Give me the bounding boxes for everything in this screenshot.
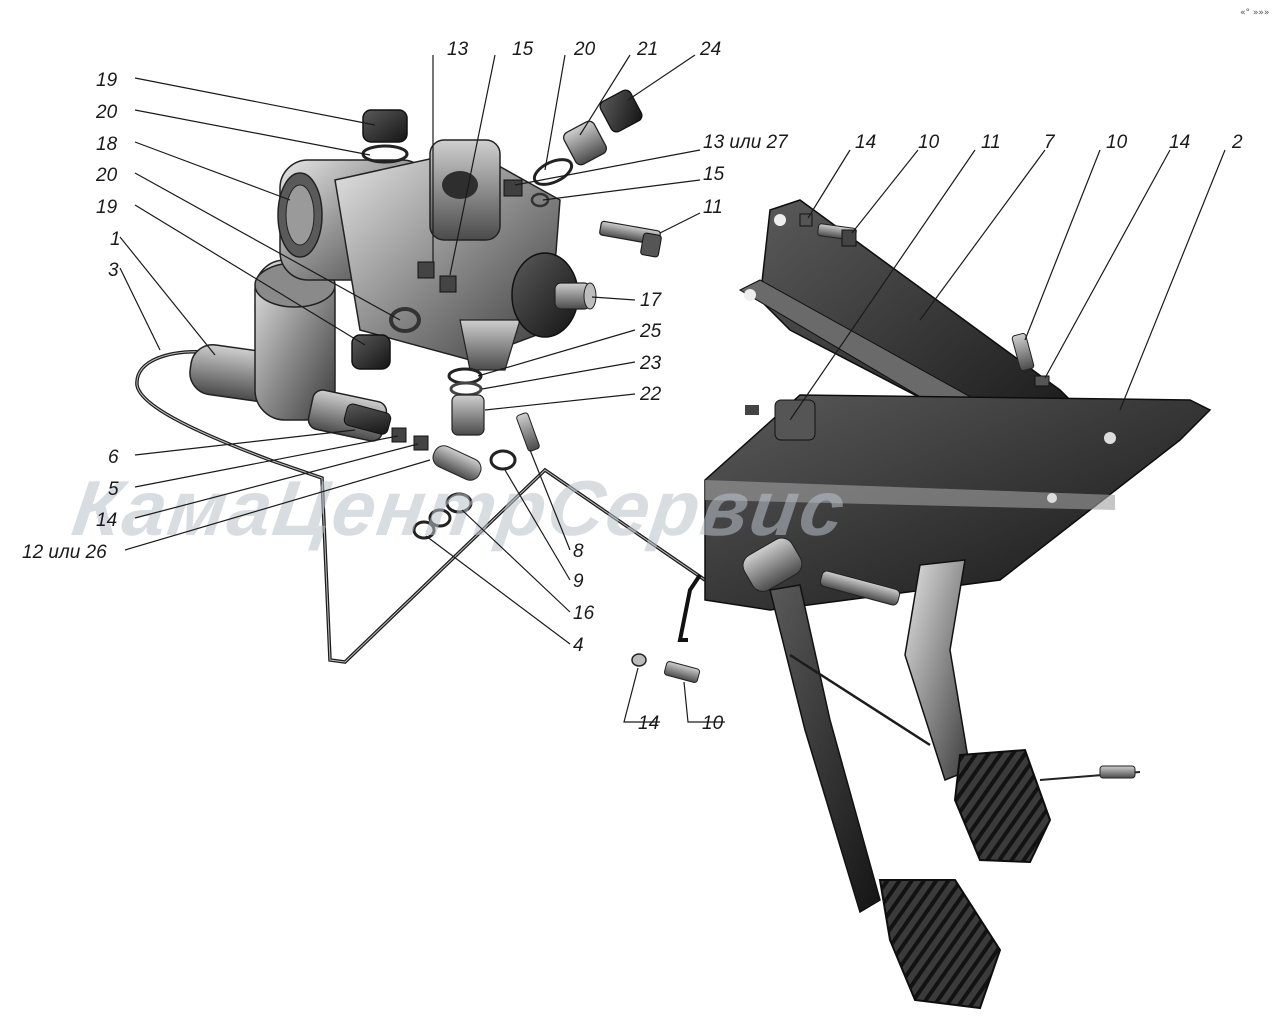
- callout-20-top: 20: [95, 102, 118, 123]
- callout-25: 25: [639, 321, 662, 342]
- callout-3: 3: [108, 260, 119, 281]
- callout-15-top: 15: [512, 39, 534, 60]
- callout-5: 5: [108, 479, 119, 500]
- callout-7: 7: [1044, 132, 1056, 153]
- callout-24: 24: [699, 39, 721, 60]
- callout-2: 2: [1231, 132, 1243, 153]
- callout-14-left: 14: [96, 510, 117, 531]
- callout-21: 21: [636, 39, 658, 60]
- washers-banjo: [343, 403, 540, 540]
- loose-fasteners: [631, 213, 1050, 683]
- callout-13-or-27: 13 или 27: [703, 132, 789, 153]
- fittings-bottom: [447, 367, 485, 436]
- callout-1: 1: [110, 229, 121, 250]
- callout-20-right: 20: [573, 39, 596, 60]
- fittings-top: [503, 89, 662, 258]
- callout-6: 6: [108, 447, 119, 468]
- callout-15-right: 15: [703, 164, 725, 185]
- clutch-pedal: [769, 584, 1002, 1010]
- callout-labels: 19 20 18 20 19 1 3 6 5 14 12 или 26 13 1…: [22, 39, 1243, 734]
- callout-20-mid: 20: [95, 165, 118, 186]
- callout-14-bottom: 14: [638, 713, 659, 734]
- brake-pedal: [904, 559, 1052, 864]
- callout-23: 23: [639, 353, 662, 374]
- callout-8: 8: [573, 541, 584, 562]
- leader-lines: [119, 54, 1226, 723]
- callout-13-top: 13: [447, 39, 469, 60]
- artwork: [135, 89, 1212, 1010]
- callout-14-bracket-right: 14: [1169, 132, 1190, 153]
- callout-19-top: 19: [96, 70, 118, 91]
- callout-10-bottom: 10: [702, 713, 724, 734]
- pedal-bracket-lower: [704, 394, 1212, 611]
- valve-body: [277, 109, 597, 371]
- callout-17: 17: [640, 290, 663, 311]
- watermark: КамаЦентрСервис: [67, 464, 851, 552]
- callout-18: 18: [96, 134, 118, 155]
- callout-16: 16: [573, 603, 595, 624]
- callout-4: 4: [573, 635, 584, 656]
- callout-12-or-26: 12 или 26: [22, 542, 107, 563]
- callout-22: 22: [639, 384, 662, 405]
- callout-11-bracket: 11: [981, 132, 1001, 153]
- callout-11-right: 11: [703, 197, 723, 218]
- corner-mark: «° »»»: [1240, 8, 1269, 18]
- callout-19-mid: 19: [96, 197, 118, 218]
- callout-9: 9: [573, 571, 584, 592]
- callout-10-bracket-left: 10: [918, 132, 940, 153]
- callout-14-bracket-left: 14: [855, 132, 876, 153]
- callout-10-bracket-right: 10: [1106, 132, 1128, 153]
